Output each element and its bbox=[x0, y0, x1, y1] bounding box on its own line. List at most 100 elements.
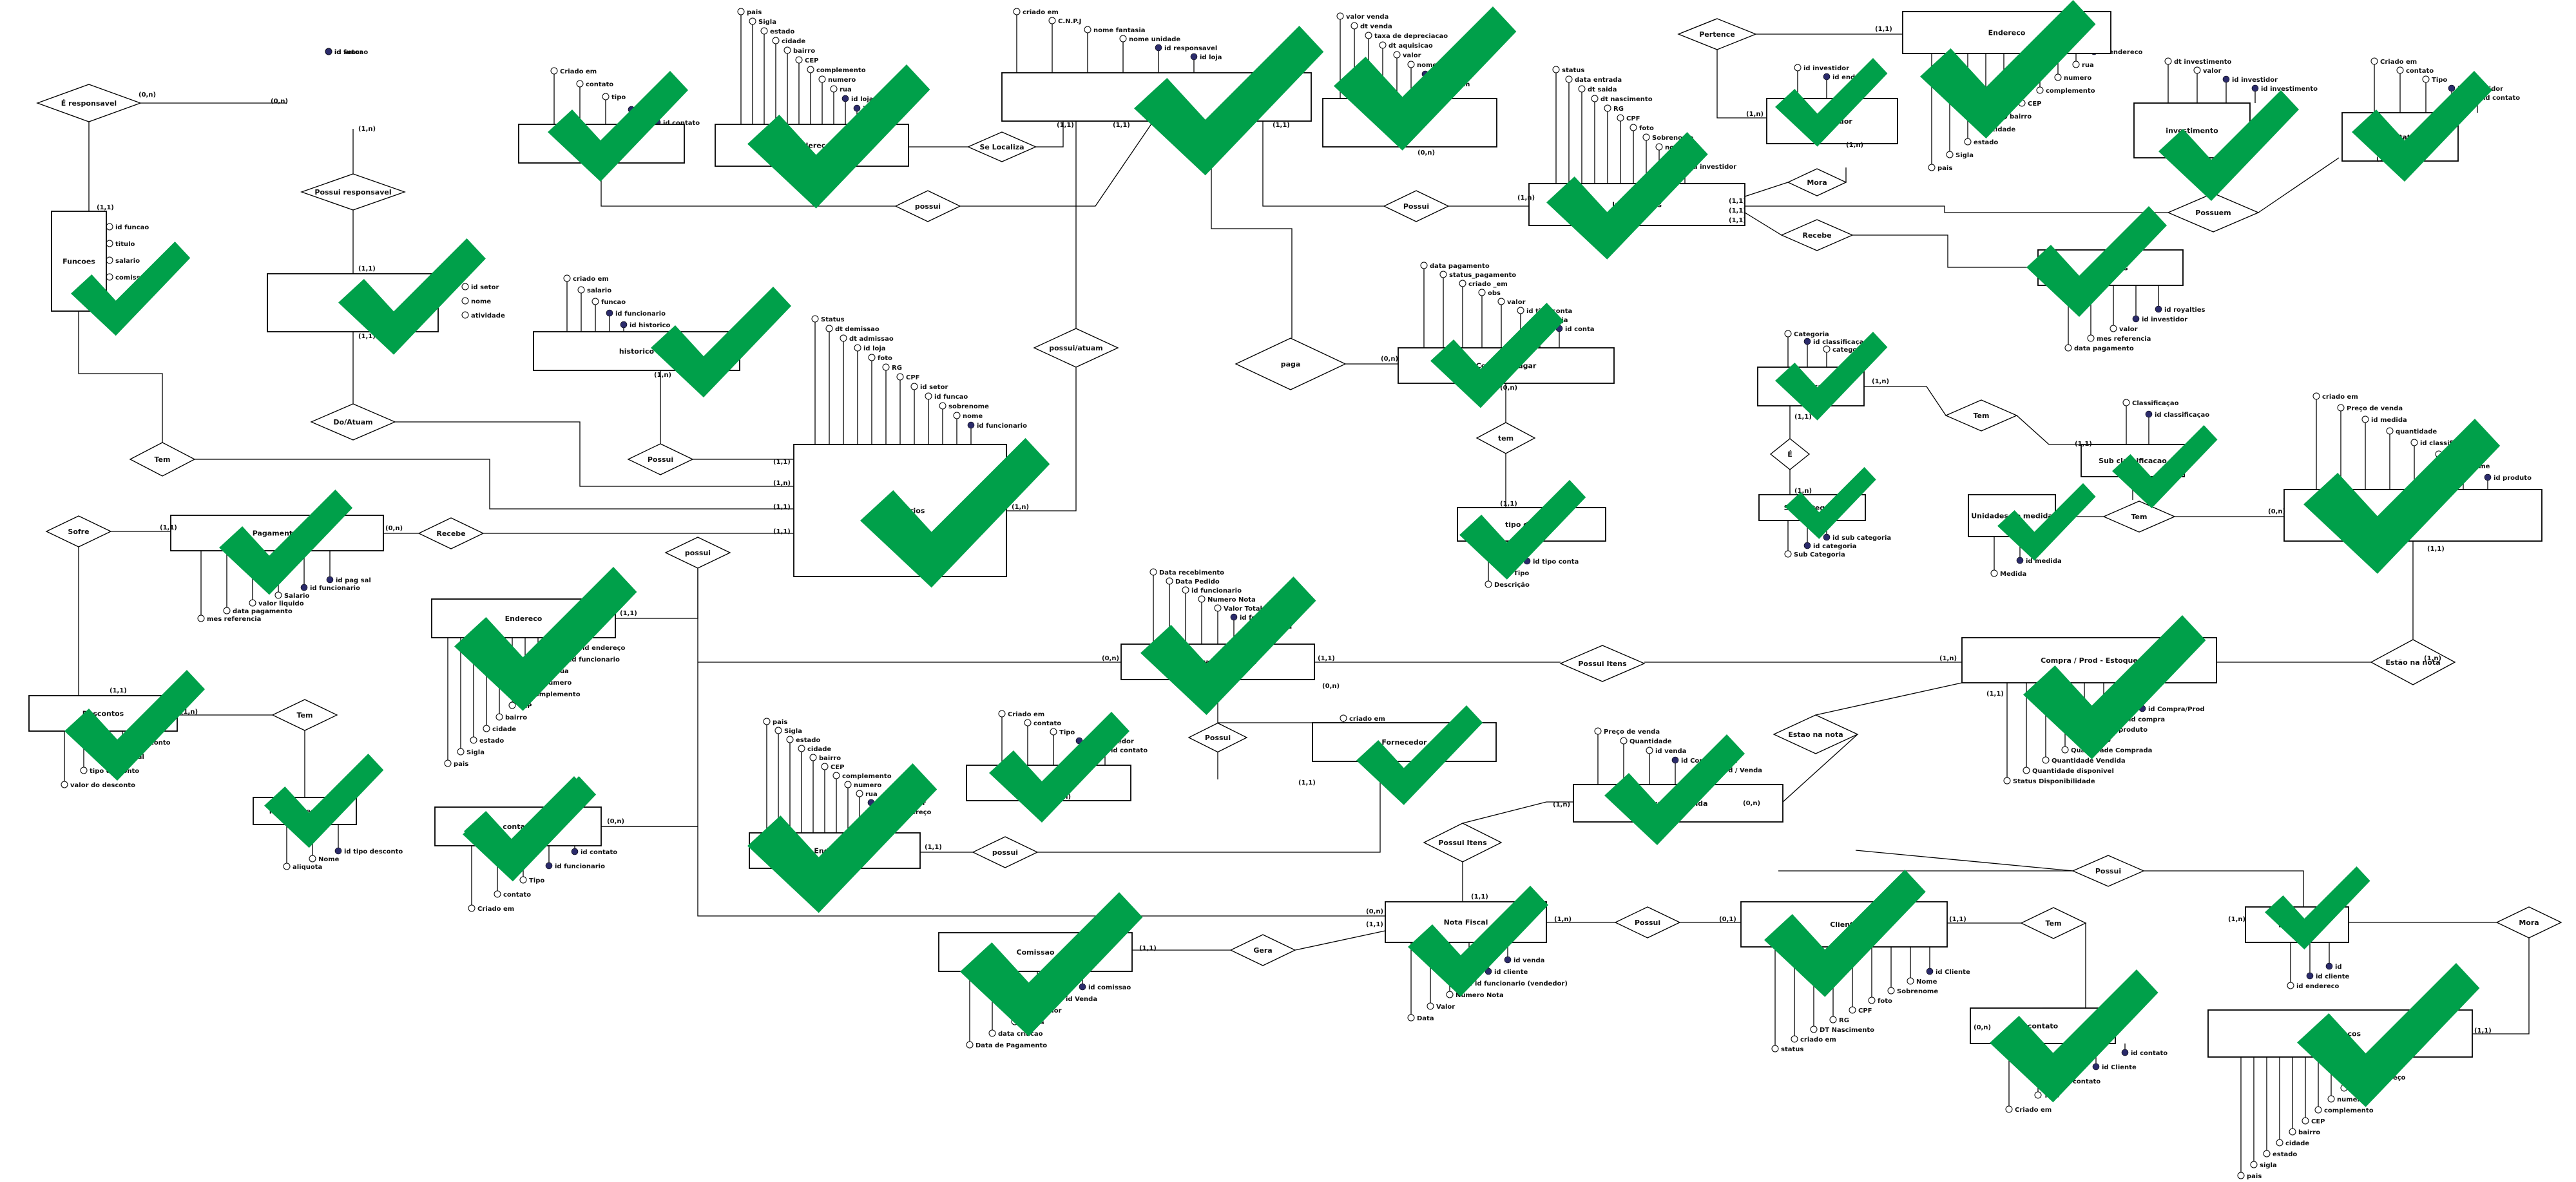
key-attribute-dot bbox=[325, 48, 332, 55]
key-attribute-dot bbox=[1079, 983, 1086, 991]
relationship-estao_na_nota_prod bbox=[2370, 639, 2456, 685]
cardinality-label: (1,1) bbox=[1298, 779, 1316, 786]
key-attribute-dot bbox=[2145, 410, 2153, 418]
attribute-dot bbox=[2042, 756, 2050, 764]
attribute-dot bbox=[274, 591, 282, 599]
attribute-dot bbox=[774, 727, 782, 734]
attribute-label: id funcionario bbox=[555, 863, 605, 870]
attribute-dot bbox=[1149, 568, 1157, 576]
cardinality-label: (1,1) bbox=[1500, 500, 1517, 508]
checkmark-icon bbox=[2265, 866, 2370, 949]
cardinality-label: (1,1) bbox=[1139, 945, 1157, 952]
attribute-label: CPF bbox=[1858, 1007, 1872, 1015]
attribute-label: taxa de depreciacao bbox=[1374, 33, 1448, 40]
attribute-label: data pagamento bbox=[233, 608, 293, 615]
relationship-label: possui bbox=[992, 848, 1018, 857]
cardinality-label: (0,n) bbox=[139, 91, 156, 99]
attribute-label: Tipo bbox=[1514, 570, 1529, 577]
checkmark-icon bbox=[2112, 425, 2218, 508]
attribute-label: id contato bbox=[2131, 1050, 2167, 1057]
attribute-dot bbox=[2122, 399, 2130, 406]
attribute-dot bbox=[577, 286, 585, 294]
attribute-dot bbox=[825, 325, 833, 332]
attribute-dot bbox=[2072, 61, 2080, 68]
cardinality-label: (1,n) bbox=[1517, 195, 1535, 202]
attribute-dot bbox=[772, 37, 780, 44]
attribute-dot bbox=[821, 763, 829, 770]
attribute-label: id loja bbox=[863, 345, 886, 352]
relationship-possuem bbox=[2167, 193, 2260, 233]
attribute-dot bbox=[1013, 8, 1021, 15]
attribute-label: valor do desconto bbox=[70, 782, 135, 789]
attribute-dot bbox=[1379, 41, 1387, 49]
relationship-possui_cli bbox=[2071, 855, 2145, 887]
attribute-dot bbox=[1810, 1025, 1818, 1033]
attribute-dot bbox=[2005, 1105, 2013, 1113]
attribute-dot bbox=[1446, 991, 1454, 998]
cardinality-label: (1,n) bbox=[1846, 142, 1863, 149]
relationship-e_sub bbox=[1769, 438, 1811, 470]
attribute-label: Tipo bbox=[1059, 729, 1075, 736]
attribute-dot bbox=[2250, 1161, 2258, 1168]
cardinality-label: (0,n) bbox=[1418, 149, 1435, 157]
connector-line bbox=[2144, 870, 2304, 907]
attribute-dot bbox=[591, 298, 599, 305]
checkmark-icon bbox=[1546, 132, 1708, 260]
attribute-dot bbox=[2312, 392, 2320, 400]
checkmark-icon bbox=[1604, 734, 1745, 845]
connector-line bbox=[78, 311, 163, 443]
attribute-label: foto bbox=[1878, 998, 1892, 1005]
relationship-se_localiza bbox=[966, 131, 1037, 162]
attribute-label: pais bbox=[747, 9, 762, 16]
relationship-sofre bbox=[45, 515, 112, 548]
attribute-label: Data recebimento bbox=[1159, 569, 1224, 577]
attribute-dot bbox=[1646, 747, 1653, 754]
cardinality-label: (1,n) bbox=[358, 126, 376, 133]
attribute-label: Preço de venda bbox=[2347, 405, 2403, 412]
attribute-label: id categoria bbox=[1813, 543, 1856, 550]
attribute-label: status bbox=[1781, 1046, 1803, 1053]
attribute-dot bbox=[1655, 143, 1663, 151]
attribute-label: id contato bbox=[663, 120, 700, 127]
relationship-gera bbox=[1229, 934, 1296, 966]
connector-line bbox=[2258, 157, 2340, 213]
attribute-label: id tipo desconto bbox=[344, 848, 403, 855]
cardinality-label: (1,n) bbox=[2228, 916, 2245, 923]
cardinality-label: (0,n) bbox=[1743, 800, 1760, 807]
cardinality-label: (1,n) bbox=[1939, 655, 1957, 662]
relationship-paga bbox=[1235, 338, 1347, 390]
relationship-tem_classif bbox=[1945, 399, 2018, 432]
attribute-label: Sigla bbox=[466, 749, 485, 756]
attribute-dot bbox=[818, 75, 826, 83]
attribute-dot bbox=[1166, 577, 1173, 585]
attribute-dot bbox=[2064, 344, 2072, 352]
cardinality-label: (1,1) bbox=[2075, 441, 2092, 448]
cardinality-label: (0,n) bbox=[2268, 508, 2285, 515]
key-attribute-dot bbox=[2325, 962, 2333, 970]
relationship-label: Mora bbox=[2519, 919, 2539, 927]
attribute-label: Quantidade Comprada bbox=[2071, 747, 2152, 754]
attribute-dot bbox=[925, 392, 932, 400]
attribute-dot bbox=[1784, 330, 1792, 338]
relationship-label: Tem bbox=[155, 455, 171, 464]
attribute-label: bairro bbox=[2010, 113, 2032, 120]
key-attribute-dot bbox=[1485, 968, 1492, 975]
attribute-label: id endereço bbox=[582, 645, 626, 652]
attribute-label: id classificação bbox=[2420, 440, 2475, 447]
attribute-dot bbox=[1604, 104, 1611, 112]
attribute-label: RG bbox=[1839, 1017, 1849, 1024]
attribute-dot bbox=[106, 240, 113, 247]
attribute-dot bbox=[856, 790, 863, 797]
attribute-label: Sigla bbox=[1956, 152, 1974, 159]
relationship-recebe_pag bbox=[418, 517, 485, 549]
checkmark-icon bbox=[464, 776, 591, 876]
checkmark-icon bbox=[860, 438, 1050, 588]
cardinality-label: (0,n) bbox=[1974, 1024, 1991, 1031]
attribute-dot bbox=[1084, 26, 1091, 33]
attribute-label: id bbox=[334, 49, 341, 56]
attribute-label: DT Nascimento bbox=[1820, 1027, 1874, 1034]
attribute-dot bbox=[1794, 64, 1802, 71]
relationship-possui_func bbox=[664, 537, 731, 569]
attribute-label: criado em bbox=[1349, 716, 1385, 723]
attribute-label: Criado em bbox=[2015, 1107, 2052, 1114]
